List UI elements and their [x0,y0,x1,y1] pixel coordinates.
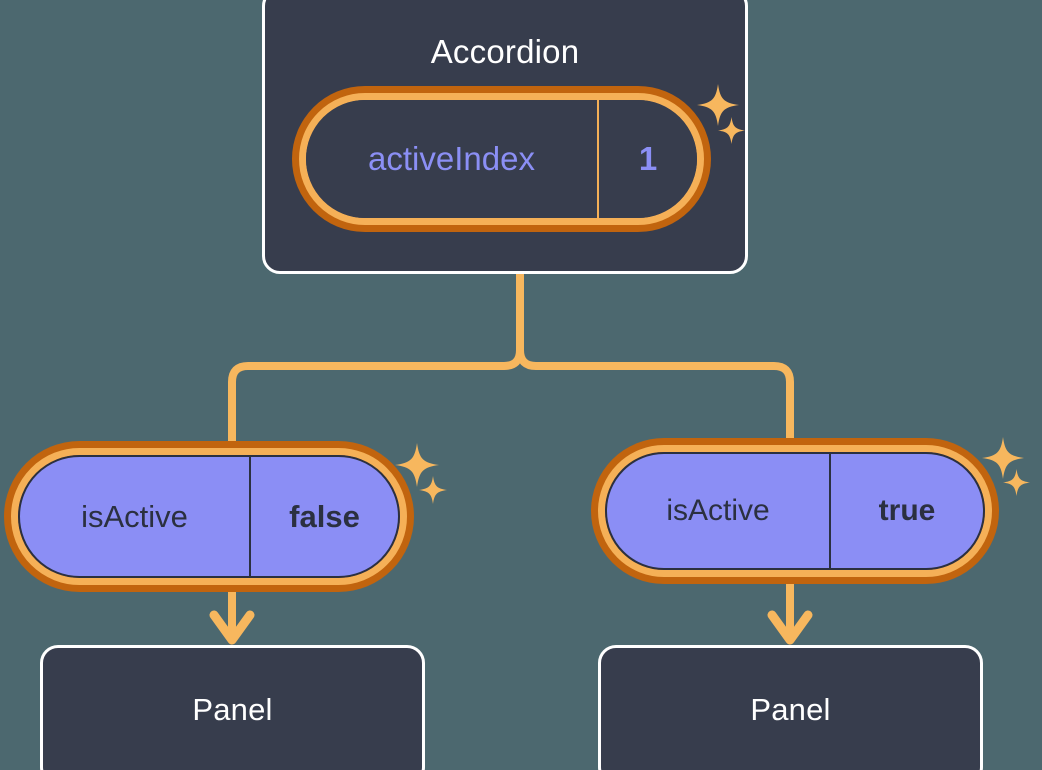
prop-pill-isactive-true-inner: isActive true [605,452,985,570]
component-title-panel-left: Panel [192,692,273,727]
sparkle-icon [419,476,447,504]
state-key-activeindex: activeIndex [368,140,535,177]
sparkle-icon [982,437,1024,479]
state-pill-activeindex[interactable]: activeIndex 1 [299,93,704,225]
wire-root-split-right [516,268,794,456]
wire-root-split [228,268,524,459]
sparkle-icon [395,443,439,487]
state-value-activeindex: 1 [597,100,697,218]
prop-key-isactive-right: isActive [666,494,770,527]
prop-pill-isactive-false[interactable]: isActive false [11,448,407,585]
component-title-accordion: Accordion [430,33,580,70]
prop-value-isactive-right: true [829,454,983,568]
state-pill-activeindex-inner: activeIndex 1 [306,100,697,218]
arrowhead-left [209,610,255,645]
prop-pill-isactive-true[interactable]: isActive true [598,445,992,577]
component-title-panel-right: Panel [750,692,831,727]
component-card-panel-right[interactable]: Panel [598,645,983,770]
arrowhead-right [767,610,813,645]
prop-value-isactive-left: false [249,457,398,576]
prop-key-isactive-left: isActive [81,498,188,534]
sparkle-icon [1003,469,1030,496]
component-card-panel-left[interactable]: Panel [40,645,425,770]
prop-pill-isactive-false-inner: isActive false [18,455,400,578]
